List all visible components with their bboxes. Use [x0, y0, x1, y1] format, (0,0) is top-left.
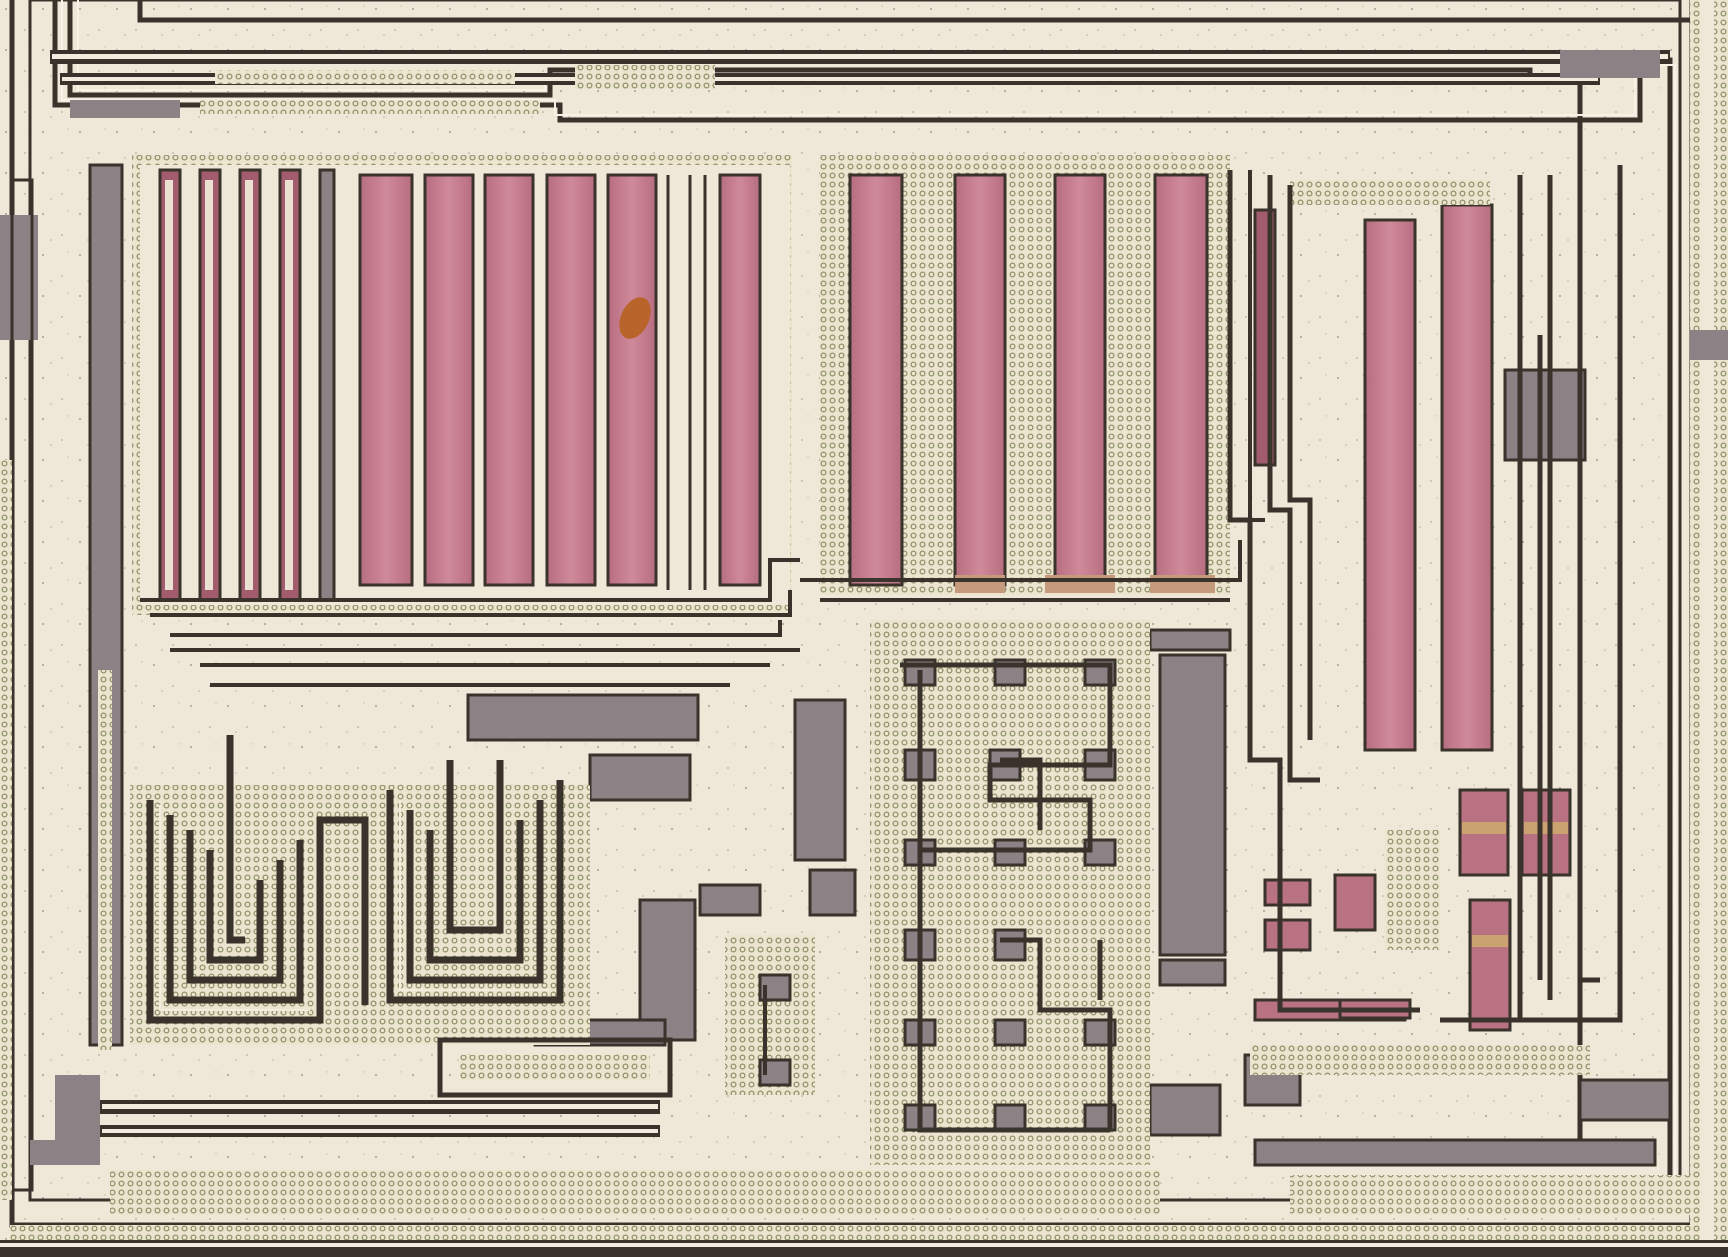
right-vertical-bus: [1227, 160, 1623, 1023]
pink-resistor-bank-left: [358, 173, 762, 587]
pink-resistor-bank-far-right: [1253, 203, 1494, 752]
bottom-bus: [0, 1100, 1728, 1257]
serpentine-resistor: [146, 735, 564, 1024]
pink-resistor-bank-right: [848, 173, 1209, 587]
left-edge-structures: [0, 163, 124, 1200]
top-bus: [50, 50, 1670, 118]
horizontal-routing: [140, 170, 1265, 687]
dust-particle: [619, 297, 651, 339]
transistor-array: [870, 620, 1150, 1165]
